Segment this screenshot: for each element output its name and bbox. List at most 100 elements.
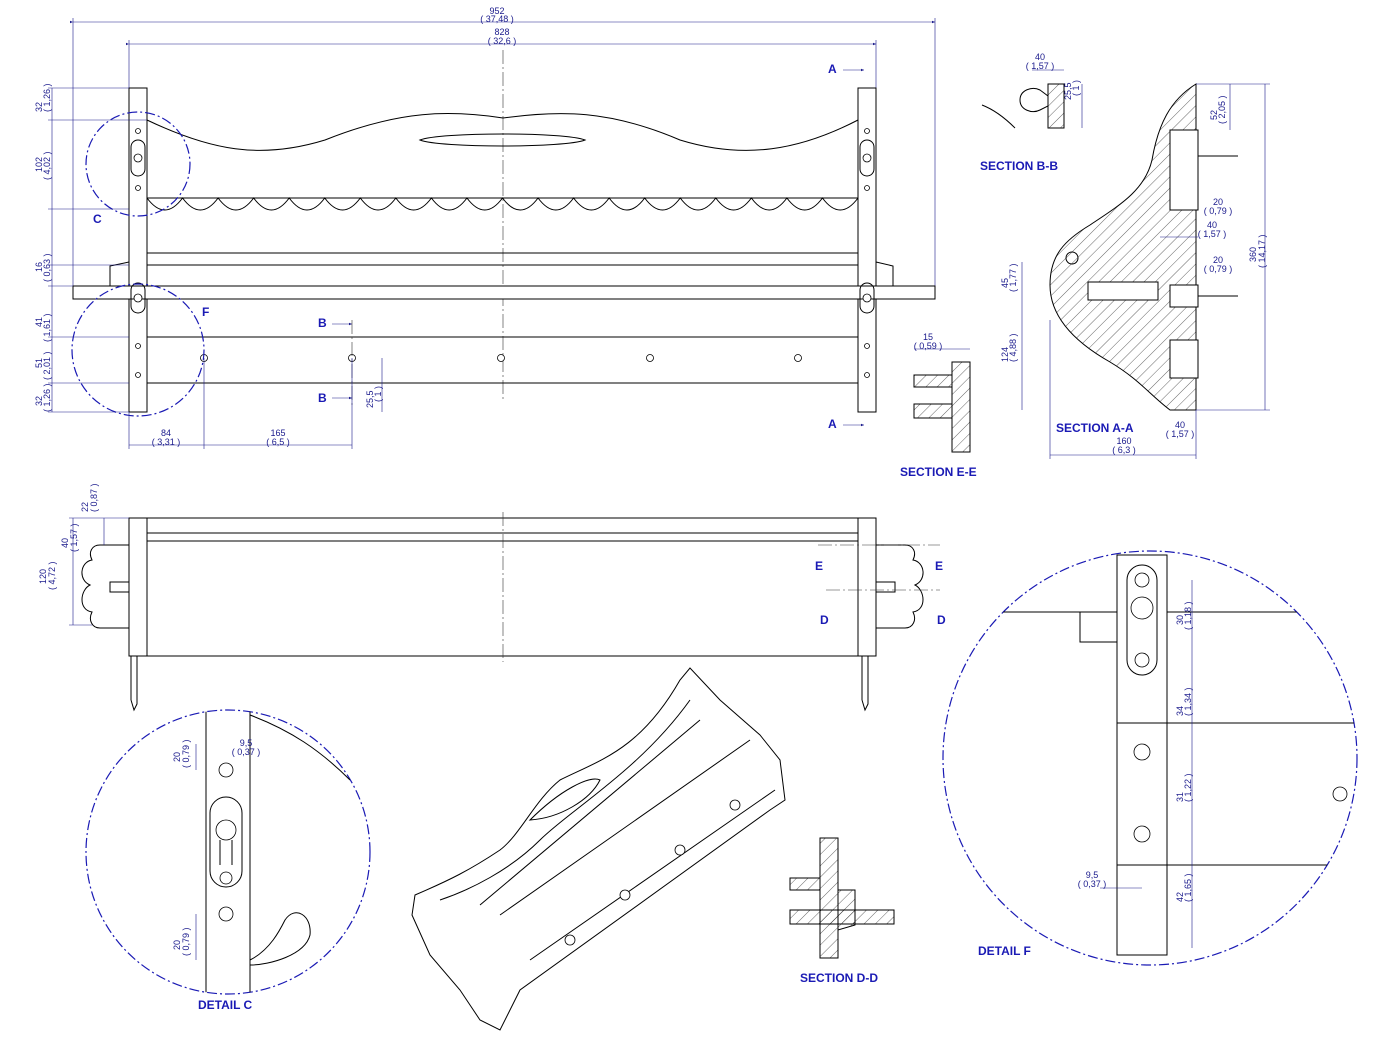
aa-base-in: ( 1,57 ) <box>1166 429 1195 439</box>
c-offset-in: ( 0,37 ) <box>232 747 261 757</box>
left-side-board <box>128 87 148 413</box>
top-depth-mm: 120 <box>38 569 48 584</box>
crest-board <box>146 112 859 199</box>
isometric-view <box>411 667 786 1031</box>
marker-e-left: E <box>815 559 823 573</box>
f-slot-in: ( 1,18 ) <box>1183 601 1193 630</box>
f-bottom-mm: 42 <box>1175 892 1185 902</box>
peg-4 <box>646 354 654 362</box>
f-bottom-in: ( 1,65 ) <box>1183 873 1193 902</box>
f-spacing-mm: 31 <box>1175 792 1185 802</box>
aa-groove-in: ( 1,77 ) <box>1008 263 1018 292</box>
peg-3 <box>497 354 505 362</box>
shelf-board <box>72 285 936 300</box>
marker-d-left: D <box>820 613 829 627</box>
aa-groove-mm: 45 <box>1000 278 1010 288</box>
f-gap-mm: 34 <box>1175 706 1185 716</box>
dim-bottom-in: ( 1,26 ) <box>42 383 52 412</box>
vertical-dimension-chain: 32 ( 1,26 ) 102 ( 4,02 ) 16 ( 0,63 ) 41 … <box>34 83 147 413</box>
aa-slot-b-mm: 40 <box>1207 220 1217 230</box>
right-side-board <box>857 87 877 413</box>
dim-shelf-mm: 16 <box>34 262 44 272</box>
dim-crest-mm: 102 <box>34 157 44 172</box>
dim-peg-spacing-mm: 165 <box>270 428 285 438</box>
c-top-in: ( 0,79 ) <box>181 739 191 768</box>
marker-a-top: A <box>828 62 837 76</box>
section-a-a: 360 ( 14,17 ) 52 ( 2,05 ) 20 ( 0,79 ) 40… <box>1000 83 1270 459</box>
f-gap-in: ( 1,34 ) <box>1183 687 1193 716</box>
c-offset-mm: 9,5 <box>240 738 253 748</box>
section-d-d: SECTION D-D <box>789 837 895 985</box>
keyhole-hanger-left-top <box>130 128 146 191</box>
keyhole-hanger-right-shelf <box>859 282 875 314</box>
scallop-edge <box>146 197 859 211</box>
marker-e-right: E <box>935 559 943 573</box>
front-view: 952 ( 37,48 ) 828 ( 32,6 ) <box>34 6 936 449</box>
f-spacing-in: ( 1,22 ) <box>1183 773 1193 802</box>
peg-5 <box>794 354 802 362</box>
handle-slot <box>418 133 587 147</box>
marker-a-bottom: A <box>828 417 837 431</box>
aa-top-mm: 52 <box>1209 110 1219 120</box>
ee-thickness-mm: 15 <box>923 332 933 342</box>
top-groove-in: ( 1,57 ) <box>69 523 79 552</box>
top-edge-in: ( 0,87 ) <box>89 483 99 512</box>
dim-peg-height-in: ( 1 ) <box>373 386 383 402</box>
dim-gap-in: ( 1,61 ) <box>42 313 52 342</box>
aa-slot-b-in: ( 1,57 ) <box>1198 229 1227 239</box>
overall-width-in: ( 37,48 ) <box>480 14 514 24</box>
detail-f: 30 ( 1,18 ) 34 ( 1,34 ) 31 ( 1,22 ) 42 (… <box>942 550 1358 966</box>
dim-rail-mm: 51 <box>34 358 44 368</box>
dim-gap-mm: 41 <box>34 317 44 327</box>
aa-lower-in: ( 4,88 ) <box>1008 333 1018 362</box>
aa-depth-mm: 160 <box>1116 436 1131 446</box>
detail-c-title: DETAIL C <box>198 998 253 1012</box>
section-ee-title: SECTION E-E <box>900 465 977 479</box>
keyhole-hanger-right-top <box>859 128 875 191</box>
bb-width-mm: 40 <box>1035 52 1045 62</box>
dim-peg-first-mm: 84 <box>161 428 171 438</box>
dim-peg-height-mm: 25,5 <box>365 390 375 408</box>
dim-top-in: ( 1,26 ) <box>42 83 52 112</box>
inner-width-in: ( 32,6 ) <box>488 36 517 46</box>
dim-peg-first-in: ( 3,31 ) <box>152 437 181 447</box>
inner-width-mm: 828 <box>494 27 509 37</box>
detail-f-circle <box>71 283 205 417</box>
dim-bottom-mm: 32 <box>34 396 44 406</box>
keyhole-hanger-left-shelf <box>130 282 146 314</box>
f-offset-in: ( 0,37 ) <box>1078 879 1107 889</box>
c-bottom-mm: 20 <box>172 940 182 950</box>
aa-slot-a-mm: 20 <box>1213 197 1223 207</box>
dim-shelf-in: ( 0,63 ) <box>42 253 52 282</box>
section-aa-title: SECTION A-A <box>1056 421 1134 435</box>
section-bb-title: SECTION B-B <box>980 159 1058 173</box>
bb-height-in: ( 1 ) <box>1071 80 1081 96</box>
bb-width-in: ( 1,57 ) <box>1026 61 1055 71</box>
ee-thickness-in: ( 0,59 ) <box>914 341 943 351</box>
marker-b-top: B <box>318 316 327 330</box>
c-top-mm: 20 <box>172 752 182 762</box>
aa-slot-a-in: ( 0,79 ) <box>1204 206 1233 216</box>
aa-top-in: ( 2,05 ) <box>1217 95 1227 124</box>
f-slot-mm: 30 <box>1175 615 1185 625</box>
marker-f: F <box>202 305 209 319</box>
top-view: E E D D 22 ( 0,87 ) 40 ( 1,57 ) 120 ( 4,… <box>38 483 946 712</box>
dim-peg-spacing-in: ( 6,5 ) <box>266 437 290 447</box>
aa-depth-in: ( 6,3 ) <box>1112 445 1136 455</box>
dim-rail-in: ( 2,01 ) <box>42 351 52 380</box>
aa-total-in: ( 14,17 ) <box>1257 234 1267 268</box>
section-b-b: 40 ( 1,57 ) 25,5 ( 1 ) SECTION B-B <box>980 52 1083 173</box>
top-edge-mm: 22 <box>80 502 90 512</box>
aa-slot-c-mm: 20 <box>1213 255 1223 265</box>
dim-top-mm: 32 <box>34 102 44 112</box>
marker-d-right: D <box>937 613 946 627</box>
top-depth-in: ( 4,72 ) <box>47 561 57 590</box>
detail-c-circle <box>85 111 191 217</box>
c-bottom-in: ( 0,79 ) <box>181 927 191 956</box>
detail-f-title: DETAIL F <box>978 944 1031 958</box>
aa-lower-mm: 124 <box>1000 347 1010 362</box>
detail-c: 20 ( 0,79 ) 9,5 ( 0,37 ) 20 ( 0,79 ) DET… <box>85 709 371 1012</box>
top-groove-mm: 40 <box>60 538 70 548</box>
f-offset-mm: 9,5 <box>1086 870 1099 880</box>
